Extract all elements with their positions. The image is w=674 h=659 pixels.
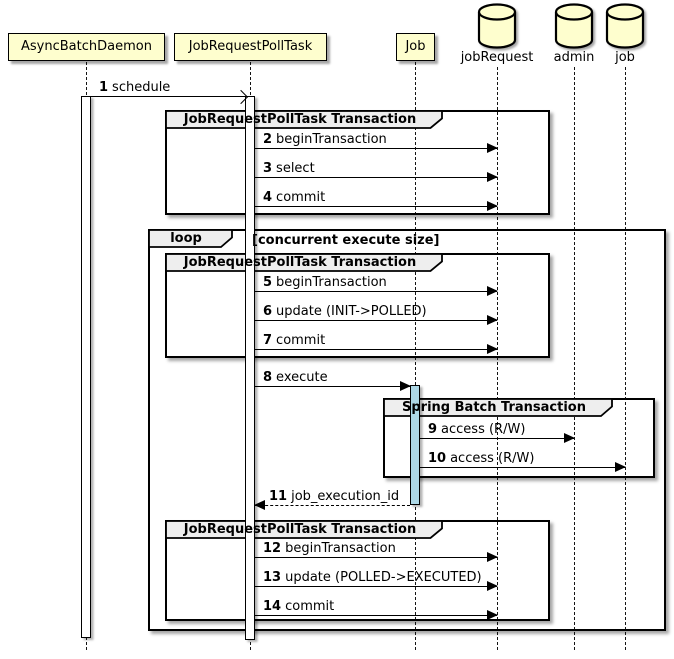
activation-asyncbatchdaemon [81,96,91,638]
fragment-tab [148,229,233,248]
arrowhead-icon [487,172,498,183]
message-arrow [255,172,498,183]
message-arrow [91,89,249,105]
fragment-condition: [concurrent execute size] [252,233,440,248]
fragment-polltask-transaction-2: JobRequestPollTask Transaction [165,253,550,358]
arrowhead-icon [254,500,265,511]
database-icon [477,3,517,49]
message-arrow [420,462,626,473]
arrowhead-icon [487,143,498,154]
message-arrow [255,315,498,326]
database-icon [554,3,594,49]
participant-job-db: job [580,3,670,65]
fragment-polltask-transaction-3: JobRequestPollTask Transaction [165,520,550,621]
arrowhead-icon [564,433,575,444]
fragment-title: JobRequestPollTask Transaction [183,255,417,270]
participant-label: AsyncBatchDaemon [21,39,152,54]
message-arrow [255,143,498,154]
message-arrow [255,552,498,563]
lifeline-job-db [625,67,626,650]
database-label: job [615,50,635,65]
arrowhead-icon [487,315,498,326]
activation-jobrequestpolltask [245,96,255,640]
database-label: admin [553,50,595,65]
participant-asyncbatchdaemon: AsyncBatchDaemon [8,33,165,61]
database-label: jobRequest [460,50,534,65]
arrowhead-icon [487,581,498,592]
message-arrow [255,610,498,621]
fragment-title: JobRequestPollTask Transaction [183,522,417,537]
message-arrow [255,344,498,355]
arrowhead-icon [487,610,498,621]
fragment-title: JobRequestPollTask Transaction [183,112,417,127]
message-arrow [420,433,575,444]
fragment-title: loop [170,231,202,246]
participant-job-class: Job [396,33,435,61]
participant-label: Job [405,39,426,54]
arrowhead-icon [615,462,626,473]
arrowhead-icon [487,286,498,297]
participant-jobrequest-db: jobRequest [452,3,542,65]
message-arrow [255,381,411,392]
fragment-tab [383,398,613,417]
fragment-title: Spring Batch Transaction [402,400,586,415]
arrowhead-icon [487,552,498,563]
fragment-spring-batch-transaction: Spring Batch Transaction [383,398,655,478]
message-arrow [255,581,498,592]
arrowhead-icon [487,344,498,355]
participant-admin-db: admin [529,3,619,65]
arrowhead-icon [400,381,411,392]
message-return-arrow [254,500,410,511]
message-arrow [255,286,498,297]
database-icon [605,3,645,49]
lifeline-admin-db [574,67,575,650]
fragment-loop: loop [concurrent execute size] [148,229,666,631]
lifeline-jobrequest-db [497,67,498,650]
message-arrow [255,201,498,212]
fragment-tab [165,253,443,272]
activation-job [410,385,420,505]
fragment-tab [165,520,443,539]
fragment-tab [165,110,443,129]
fragment-polltask-transaction-1: JobRequestPollTask Transaction [165,110,550,215]
arrowhead-icon [487,201,498,212]
participant-label: JobRequestPollTask [188,39,313,54]
participant-jobrequestpolltask: JobRequestPollTask [174,33,327,61]
